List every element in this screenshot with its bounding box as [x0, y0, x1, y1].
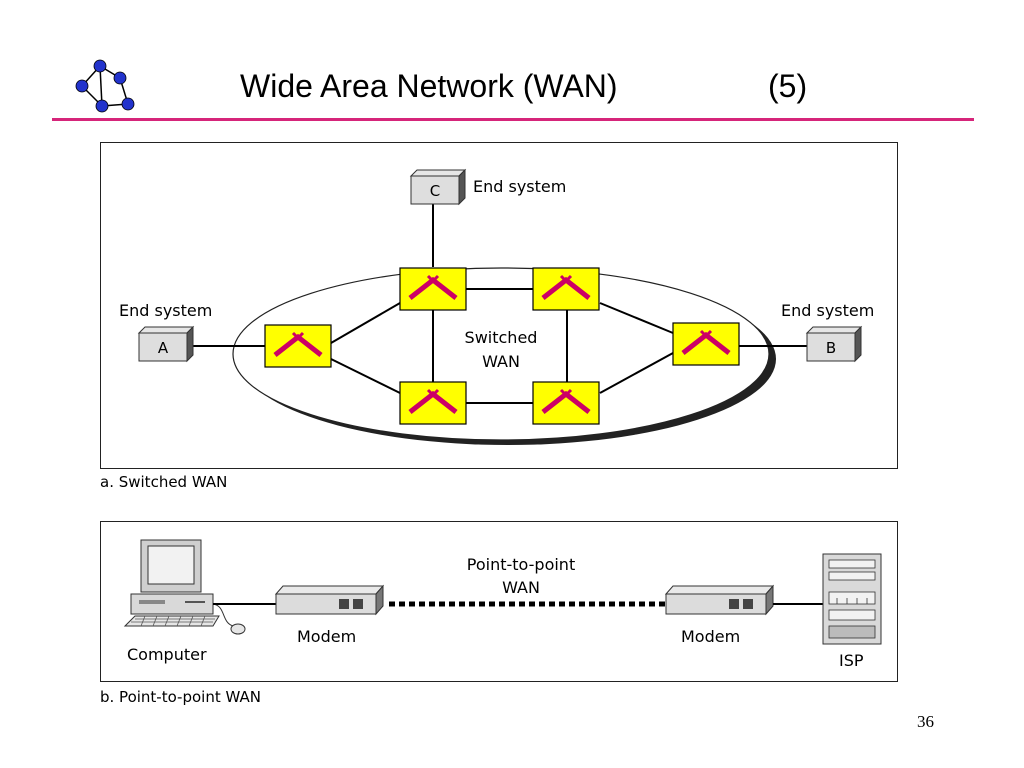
switched-wan-cloud: [232, 267, 770, 441]
isp-server-icon: [822, 553, 882, 645]
switched-wan-caption: a. Switched WAN: [100, 473, 228, 491]
end-system-c-label: End system: [473, 177, 566, 196]
computer-label: Computer: [127, 645, 207, 664]
switch-right: [672, 322, 740, 366]
title-divider: [52, 118, 974, 121]
link-label-line2: WAN: [502, 578, 540, 597]
isp-label: ISP: [839, 651, 864, 670]
end-system-a: A: [137, 325, 195, 363]
switch-top-right: [532, 267, 600, 311]
point-to-point-diagram: Computer Modem Point-to-point WAN Modem: [123, 539, 882, 670]
network-logo-icon: [75, 59, 135, 113]
point-to-point-panel: Computer Modem Point-to-point WAN Modem: [100, 521, 898, 682]
modem-left-label: Modem: [297, 627, 356, 646]
switch-bottom-left: [399, 381, 467, 425]
cloud-label-line2: WAN: [482, 352, 520, 371]
modem-left-icon: [274, 584, 385, 616]
point-to-point-caption: b. Point-to-point WAN: [100, 688, 261, 706]
modem-right-label: Modem: [681, 627, 740, 646]
end-system-a-label: End system: [119, 301, 212, 320]
switch-top-left: [399, 267, 467, 311]
end-system-b-label: End system: [781, 301, 874, 320]
computer-icon: [123, 539, 246, 635]
link-label-line1: Point-to-point: [467, 555, 575, 574]
end-system-c: C: [409, 168, 467, 206]
cloud-label-line1: Switched: [465, 328, 538, 347]
end-system-b-box-label: B: [826, 339, 836, 357]
modem-right-icon: [664, 584, 775, 616]
end-system-b: B: [805, 325, 863, 363]
end-system-a-box-label: A: [158, 339, 169, 357]
switched-wan-diagram: Switched WAN C End system A End system B…: [119, 168, 874, 445]
page-number: 36: [917, 712, 934, 731]
switched-wan-panel: Switched WAN C End system A End system B…: [100, 142, 898, 469]
switch-left: [264, 324, 332, 368]
slide-title: Wide Area Network (WAN): [240, 68, 618, 104]
switch-bottom-right: [532, 381, 600, 425]
end-system-c-box-label: C: [430, 182, 440, 200]
slide-part-label: (5): [768, 68, 808, 104]
